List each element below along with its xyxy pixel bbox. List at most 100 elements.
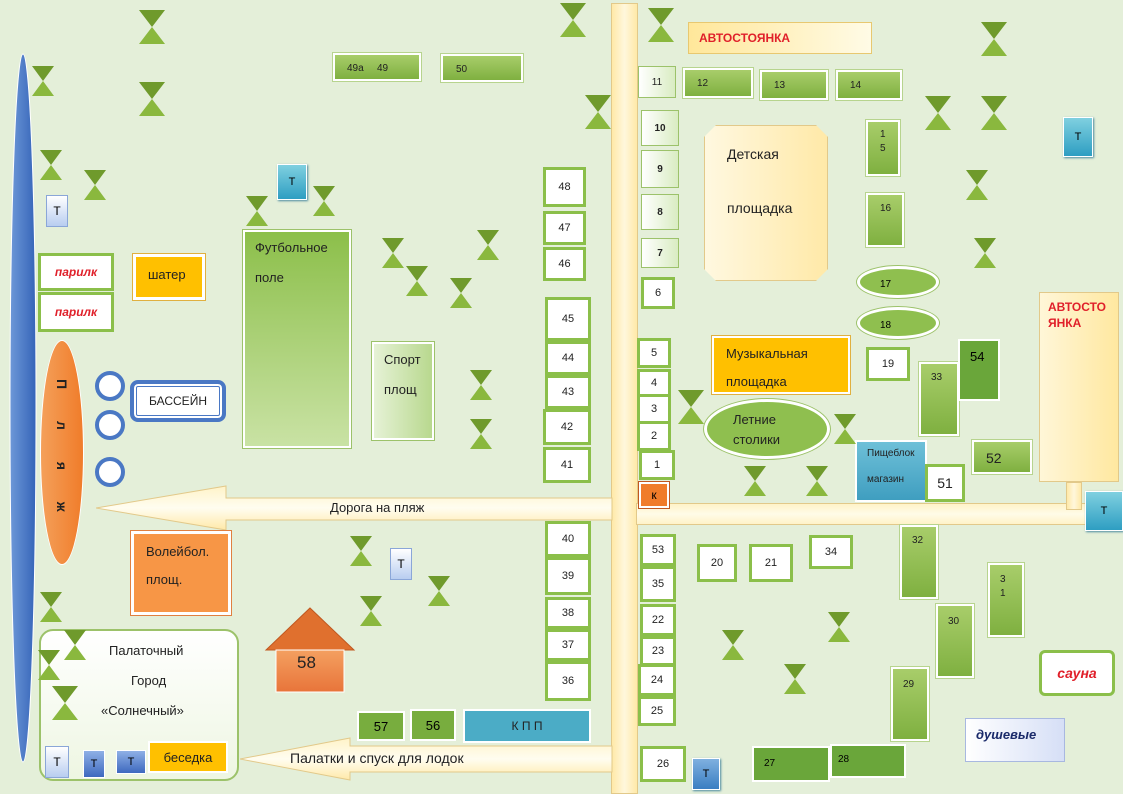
plot-52: 52 (972, 440, 1032, 474)
plot-30: 30 (936, 604, 974, 678)
parking-top: АВТОСТОЯНКА (688, 22, 872, 54)
plot-12: 12 (683, 68, 753, 98)
toilet: Т (277, 164, 307, 200)
plot-17: 17 (857, 266, 939, 298)
toilet: Т (1063, 117, 1093, 157)
sauna-label: сауна (1057, 665, 1097, 681)
parking-right-label: АВТОСТО ЯНКА (1048, 300, 1106, 330)
tree-icon (925, 96, 951, 130)
plot-13: 13 (760, 70, 828, 100)
road-parking-link (1066, 482, 1082, 510)
tree-icon (313, 186, 335, 216)
summer-tables-label: Летние (733, 412, 776, 427)
plot-1: 1 (639, 450, 675, 480)
music-stage-label: Музыкальная (726, 346, 808, 361)
pool-label: БАССЕЙН (149, 394, 207, 408)
tree-icon (470, 370, 492, 400)
canteen-label: Пищеблок (867, 448, 915, 459)
plot-23: 23 (640, 636, 676, 666)
tree-icon (834, 414, 856, 444)
plot-56: 56 (410, 709, 456, 741)
plot-51: 51 (925, 464, 965, 502)
tree-icon (744, 466, 766, 496)
plot-18: 18 (857, 307, 939, 339)
plot-22: 22 (640, 604, 676, 636)
tree-icon (84, 170, 106, 200)
tree-icon (38, 650, 60, 680)
plot-49: 49а 49 (333, 53, 421, 81)
road-to-beach-arrow (96, 485, 613, 531)
tree-icon (406, 266, 428, 296)
summer-tables: Летние столики (704, 399, 830, 459)
plot-9: 9 (641, 150, 679, 188)
canteen-shop: Пищеблок магазин (855, 440, 927, 502)
sauna: сауна (1039, 650, 1115, 696)
tree-icon (784, 664, 806, 694)
plot-2: 2 (637, 421, 671, 451)
tree-icon (40, 150, 62, 180)
kids-playground: Детская площадка (704, 125, 828, 281)
plot-5: 5 (637, 338, 671, 368)
road-east (636, 503, 1088, 525)
tree-icon (974, 238, 996, 268)
tree-icon (806, 466, 828, 496)
tree-icon (828, 612, 850, 642)
steam-room-2: парилк (38, 292, 114, 332)
tree-icon (450, 278, 472, 308)
parking-right: АВТОСТО ЯНКА (1039, 292, 1119, 482)
toilet: Т (46, 195, 68, 227)
plot-27: 27 (752, 746, 830, 782)
football-field: Футбольное поле (243, 230, 351, 448)
building-58 (264, 607, 356, 693)
tree-icon (139, 10, 165, 44)
plot-20: 20 (697, 544, 737, 582)
plot-14: 14 (836, 70, 902, 100)
plot-38: 38 (545, 597, 591, 629)
plot-21: 21 (749, 544, 793, 582)
tree-icon (139, 82, 165, 116)
plot-3: 3 (637, 394, 671, 424)
plot-11: 11 (638, 66, 676, 98)
tree-icon (428, 576, 450, 606)
tree-icon (32, 66, 54, 96)
tree-icon (966, 170, 988, 200)
tent-city-label: Палаточный (109, 643, 184, 658)
steam-room-label: парилк (54, 265, 98, 279)
volleyball-label: площ. (146, 572, 183, 587)
plot-50: 50 (441, 54, 523, 82)
music-stage-label: площадка (726, 374, 787, 389)
toilet: Т (83, 750, 105, 778)
football-field-label: Футбольное (255, 240, 328, 255)
tree-icon (722, 630, 744, 660)
tree-icon (64, 630, 86, 660)
pool-ring (95, 457, 125, 487)
kids-playground-label: площадка (727, 200, 793, 216)
plot-7: 7 (641, 238, 679, 268)
kids-playground-label: Детская (727, 146, 779, 162)
tents-road-arrow (240, 737, 613, 781)
plot-46: 46 (543, 247, 586, 281)
parking-top-label: АВТОСТОЯНКА (699, 31, 791, 45)
steam-room-label: парилк (54, 305, 98, 319)
tree-icon (470, 419, 492, 449)
beach-water (9, 53, 37, 763)
plot-15: 1 5 (866, 120, 900, 176)
plot-42: 42 (543, 409, 591, 445)
plot-29: 29 (891, 667, 929, 741)
checkpoint-label: К П П (511, 719, 543, 733)
checkpoint: К П П (463, 709, 591, 743)
plot-39: 39 (545, 557, 591, 595)
plot-8: 8 (641, 194, 679, 230)
gazebo-label: беседка (163, 749, 213, 765)
plot-25: 25 (638, 696, 676, 726)
toilet: Т (692, 758, 720, 790)
tree-icon (981, 22, 1007, 56)
volleyball-label: Волейбол. (146, 544, 210, 559)
plot-26: 26 (640, 746, 686, 782)
plot-53: 53 (640, 534, 676, 566)
canteen-label: магазин (867, 474, 905, 485)
plot-24: 24 (638, 664, 676, 696)
toilet: Т (390, 548, 412, 580)
tree-icon (477, 230, 499, 260)
plot-48: 48 (543, 167, 586, 207)
